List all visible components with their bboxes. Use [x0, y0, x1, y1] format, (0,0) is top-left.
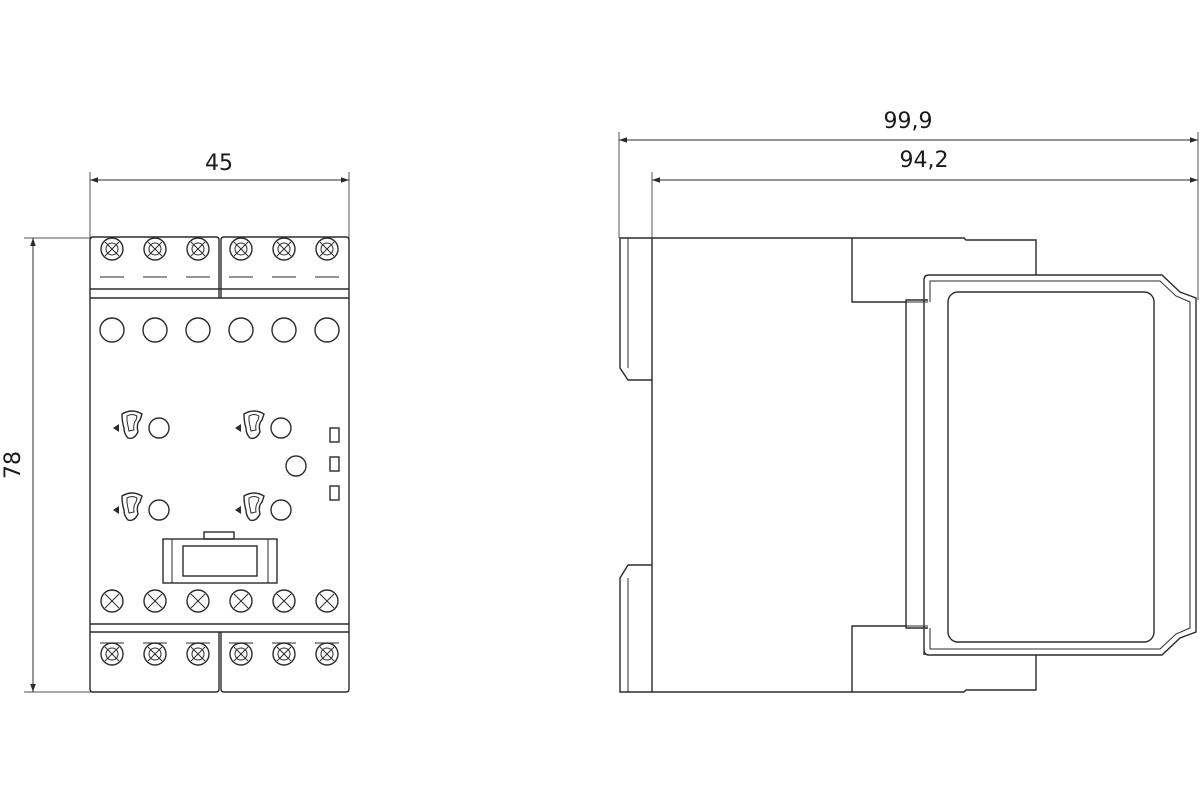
- screw-icon: [272, 642, 296, 666]
- terminal-openings-row: [99, 317, 340, 343]
- screw-icon: [100, 589, 124, 613]
- led-icon: [329, 427, 340, 443]
- adjuster-icon: [235, 410, 292, 440]
- screw-icon: [272, 237, 296, 261]
- adjuster-icon: [235, 492, 292, 522]
- status-leds: [329, 427, 340, 501]
- screw-icon: [143, 642, 167, 666]
- total-depth-label: 99,9: [884, 109, 933, 134]
- label-holder: [162, 531, 278, 584]
- front-view: 45 78: [1, 151, 350, 693]
- screw-icon: [143, 237, 167, 261]
- width-dimension: 45: [89, 151, 350, 238]
- side-front-cover: [905, 274, 1197, 656]
- screw-icon: [315, 642, 339, 666]
- body-depth-label: 94,2: [900, 148, 949, 173]
- screw-icon: [229, 642, 253, 666]
- screw-icon: [229, 589, 253, 613]
- adjuster-icon: [113, 410, 170, 440]
- screw-icon: [229, 237, 253, 261]
- screw-icon: [315, 237, 339, 261]
- led-icon: [329, 485, 340, 501]
- screw-icon: [100, 237, 124, 261]
- adjuster-knobs: [113, 410, 307, 522]
- front-housing: [89, 236, 350, 693]
- bottom-screw-row: [100, 642, 339, 666]
- screw-icon: [100, 642, 124, 666]
- screw-icon: [315, 589, 339, 613]
- front-window: [947, 291, 1155, 643]
- total-depth-dimension: 99,9: [618, 109, 1199, 300]
- screw-icon: [186, 589, 210, 613]
- screw-icon: [186, 237, 210, 261]
- body-depth-dimension: 94,2: [651, 148, 1198, 238]
- adjuster-icon: [113, 492, 170, 522]
- led-icon: [329, 456, 340, 472]
- screw-icon: [272, 589, 296, 613]
- lower-screw-row: [100, 589, 339, 613]
- screw-icon: [143, 589, 167, 613]
- side-view: 99,9 94,2: [618, 109, 1199, 693]
- screw-icon: [186, 642, 210, 666]
- din-rail-base: [619, 237, 852, 693]
- side-terminal-bottom: [851, 625, 1037, 693]
- width-dimension-label: 45: [205, 151, 233, 176]
- top-screw-row: [100, 237, 339, 278]
- height-dimension: 78: [1, 237, 92, 693]
- height-dimension-label: 78: [1, 451, 26, 479]
- reset-button-icon: [285, 455, 307, 477]
